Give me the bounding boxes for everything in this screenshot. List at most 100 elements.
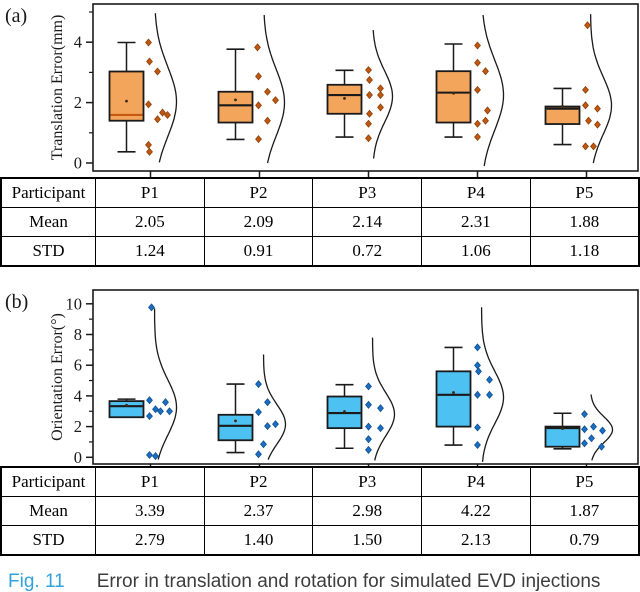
violin-curve-P2 <box>262 354 287 460</box>
data-point-P5 <box>585 116 592 125</box>
figure-label: Fig. 11 <box>8 571 65 592</box>
data-point-P5 <box>598 442 605 451</box>
data-point-P5 <box>584 21 591 30</box>
value-cell: 3.39 <box>95 496 205 526</box>
data-point-P4 <box>474 361 481 370</box>
value-cell: 2.14 <box>312 207 423 237</box>
data-point-P4 <box>486 375 493 384</box>
data-point-P3 <box>377 404 384 413</box>
value-cell: 2.79 <box>95 525 205 556</box>
y-axis-label: Orientation Error(°) <box>49 313 66 441</box>
violin-curve-P5 <box>590 394 614 461</box>
mean-dot-P3 <box>343 410 346 413</box>
data-point-P4 <box>474 423 481 432</box>
value-cell: P2 <box>203 466 314 497</box>
data-point-P1 <box>145 38 152 47</box>
value-cell: 1.87 <box>529 496 640 526</box>
mean-dot-P2 <box>234 419 237 423</box>
data-point-P3 <box>365 382 372 391</box>
data-point-P4 <box>474 441 481 450</box>
data-point-P2 <box>255 135 262 144</box>
data-point-P2 <box>255 380 262 389</box>
y-axis-label: Translation Error(mm) <box>49 15 66 161</box>
data-point-P3 <box>366 109 373 118</box>
panel-label: (a) <box>5 5 27 27</box>
box-P2 <box>217 90 254 124</box>
data-point-P4 <box>474 119 481 128</box>
data-point-P1 <box>146 147 153 156</box>
data-point-P4 <box>486 390 493 399</box>
value-cell: 1.06 <box>421 236 531 267</box>
violin-curve-P2 <box>263 14 286 164</box>
row-label-cell: Participant <box>0 466 96 497</box>
data-point-P1 <box>146 412 153 421</box>
violin-curve-P5 <box>589 14 613 164</box>
data-point-P1 <box>152 405 159 414</box>
panel-label: (b) <box>5 291 28 313</box>
row-label-cell: STD <box>0 236 96 267</box>
y-tick-label: 10 <box>66 294 83 313</box>
value-cell: P5 <box>529 466 640 497</box>
value-cell: P4 <box>421 466 531 497</box>
data-point-P5 <box>582 142 589 151</box>
data-point-P1 <box>162 398 169 407</box>
data-point-P4 <box>474 58 481 67</box>
y-tick-label: 4 <box>74 33 82 52</box>
data-point-P5 <box>582 101 589 110</box>
data-point-P4 <box>474 343 481 352</box>
data-point-P2 <box>272 96 279 105</box>
data-point-P5 <box>590 422 597 431</box>
data-point-P1 <box>152 452 159 461</box>
value-cell: 1.50 <box>312 525 423 556</box>
value-cell: 2.13 <box>421 525 531 556</box>
data-point-P1 <box>154 115 161 124</box>
data-point-P3 <box>365 422 372 431</box>
data-point-P5 <box>582 85 589 94</box>
value-cell: 0.72 <box>312 236 423 267</box>
value-cell: 2.09 <box>203 207 314 237</box>
value-cell: 4.22 <box>421 496 531 526</box>
figure-caption: Fig. 11 Error in translation and rotation… <box>8 571 640 592</box>
y-tick-label: 4 <box>74 386 82 405</box>
value-cell: 1.88 <box>529 207 640 237</box>
violin-curve-P1 <box>153 308 178 460</box>
data-point-P1 <box>164 110 171 119</box>
data-point-P2 <box>255 101 262 110</box>
data-point-P5 <box>594 120 601 129</box>
box-P4 <box>435 370 472 428</box>
row-label-cell: STD <box>0 525 96 556</box>
value-cell: 2.31 <box>421 207 531 237</box>
data-point-P2 <box>255 408 262 417</box>
value-cell: P5 <box>529 177 640 208</box>
data-point-P3 <box>365 435 372 444</box>
y-tick-label: 6 <box>74 356 82 375</box>
box-P2 <box>217 413 254 442</box>
row-label-cell: Mean <box>0 496 96 526</box>
data-point-P1 <box>166 407 173 416</box>
value-cell: P2 <box>203 177 314 208</box>
y-tick-label: 0 <box>74 154 82 173</box>
data-point-P3 <box>377 91 384 100</box>
box-P4 <box>435 70 472 124</box>
data-point-P3 <box>377 84 384 93</box>
data-point-P5 <box>590 142 597 151</box>
value-cell: 0.91 <box>203 236 314 267</box>
mean-dot-P4 <box>452 391 455 394</box>
figure-caption-text: Error in translation and rotation for si… <box>96 571 601 592</box>
data-point-P1 <box>157 407 164 416</box>
data-point-P4 <box>474 390 481 399</box>
value-cell: 2.05 <box>95 207 205 237</box>
violin-curve-P3 <box>372 30 394 159</box>
violin-curve-P3 <box>371 337 396 461</box>
data-point-P2 <box>260 440 267 449</box>
violin-curve-P4 <box>480 307 505 462</box>
data-point-P4 <box>474 85 481 94</box>
data-point-P5 <box>581 439 588 448</box>
y-tick-label: 8 <box>74 325 82 344</box>
